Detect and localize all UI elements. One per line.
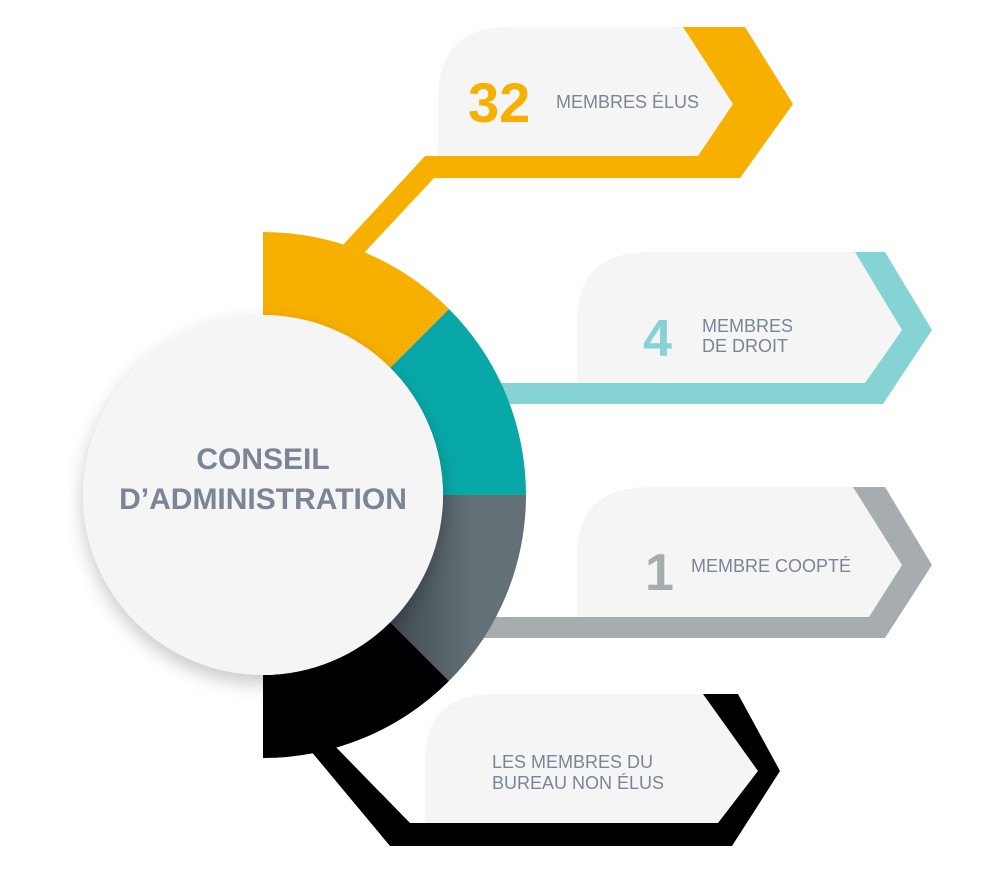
box-bureau-bg [425, 694, 758, 823]
connector-coopted [470, 487, 932, 638]
ring-segment-ex-officio [390, 309, 526, 495]
connector-ex-officio [495, 252, 932, 404]
center-title-line2: D’ADMINISTRATION [119, 483, 407, 516]
connector-bureau [310, 694, 780, 846]
connector-elected [342, 27, 793, 254]
center-circle [83, 315, 443, 675]
ring-segment-elected [263, 231, 449, 368]
box-ex-officio-bg [577, 252, 902, 383]
ring-segment-coopted [390, 495, 526, 681]
bureau-label-line1: LES MEMBRES DU [492, 752, 653, 772]
ex-officio-label-line2: DE DROIT [702, 336, 788, 356]
ex-officio-label-line1: MEMBRES [702, 316, 793, 336]
coopted-label: MEMBRE COOPTÉ [691, 556, 851, 576]
coopted-count: 1 [645, 544, 674, 602]
box-coopted-bg [577, 487, 902, 617]
bureau-label-line2: BUREAU NON ÉLUS [492, 773, 664, 793]
elected-label: MEMBRES ÉLUS [556, 92, 699, 112]
center-title-line1: CONSEIL [196, 443, 329, 476]
ex-officio-count: 4 [643, 310, 672, 368]
ring-segment-bureau [263, 622, 449, 758]
elected-count: 32 [468, 71, 530, 134]
box-elected-bg [438, 27, 733, 157]
